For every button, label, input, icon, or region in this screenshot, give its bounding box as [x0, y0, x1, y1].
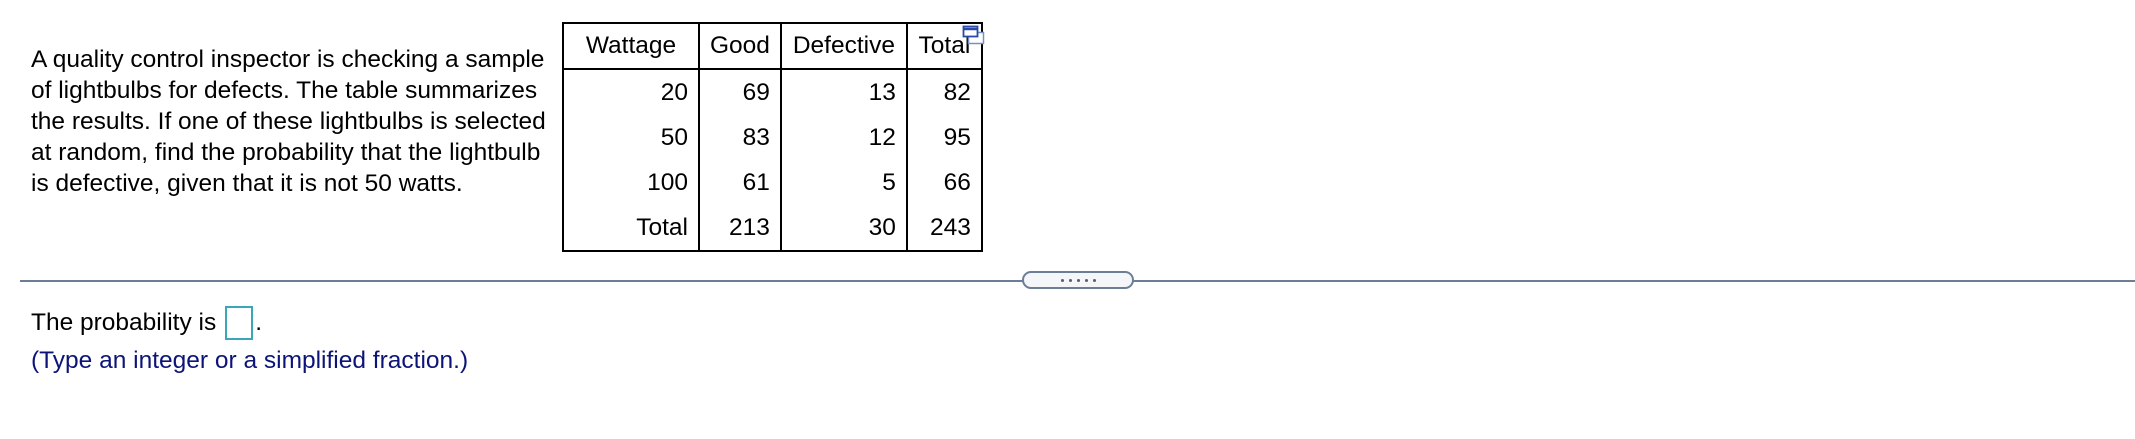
- probability-answer-input[interactable]: [225, 306, 254, 340]
- table-row: 50 83 12 95: [562, 115, 983, 160]
- table-row: 20 69 13 82: [562, 69, 983, 115]
- cell-defective: 12: [779, 115, 908, 160]
- handle-dot: [1076, 278, 1080, 282]
- header-wattage: Wattage: [562, 22, 700, 70]
- cell-wattage: Total: [562, 205, 700, 251]
- table-row-total: Total 213 30 243: [562, 205, 983, 251]
- answer-line: The probability is .: [31, 304, 262, 342]
- cell-total: 82: [905, 69, 983, 115]
- question-text: A quality control inspector is checking …: [31, 46, 546, 197]
- handle-dot: [1092, 278, 1096, 282]
- drag-handle-icon[interactable]: [1022, 271, 1134, 289]
- answer-prefix: The probability is: [31, 309, 217, 336]
- cell-good: 69: [698, 69, 782, 115]
- cell-wattage: 100: [562, 160, 700, 205]
- header-total: Total: [905, 22, 983, 70]
- cell-good: 83: [698, 115, 782, 160]
- lightbulb-table: Wattage Good Defective Total 20 69 13 82…: [562, 22, 983, 252]
- answer-hint: (Type an integer or a simplified fractio…: [31, 347, 469, 374]
- cell-total: 66: [905, 160, 983, 205]
- handle-dot: [1068, 278, 1072, 282]
- handle-dot: [1060, 278, 1064, 282]
- cell-defective: 30: [779, 205, 908, 251]
- cell-defective: 5: [779, 160, 908, 205]
- handle-dot: [1084, 278, 1088, 282]
- cell-wattage: 50: [562, 115, 700, 160]
- cell-defective: 13: [779, 69, 908, 115]
- cell-good: 61: [698, 160, 782, 205]
- popout-icon[interactable]: [962, 25, 986, 47]
- header-good: Good: [698, 22, 782, 70]
- table-header-row: Wattage Good Defective Total: [562, 22, 983, 70]
- answer-suffix: .: [255, 309, 263, 336]
- table-row: 100 61 5 66: [562, 160, 983, 205]
- cell-total: 243: [905, 205, 983, 251]
- header-defective: Defective: [779, 22, 908, 70]
- cell-good: 213: [698, 205, 782, 251]
- cell-total: 95: [905, 115, 983, 160]
- cell-wattage: 20: [562, 69, 700, 115]
